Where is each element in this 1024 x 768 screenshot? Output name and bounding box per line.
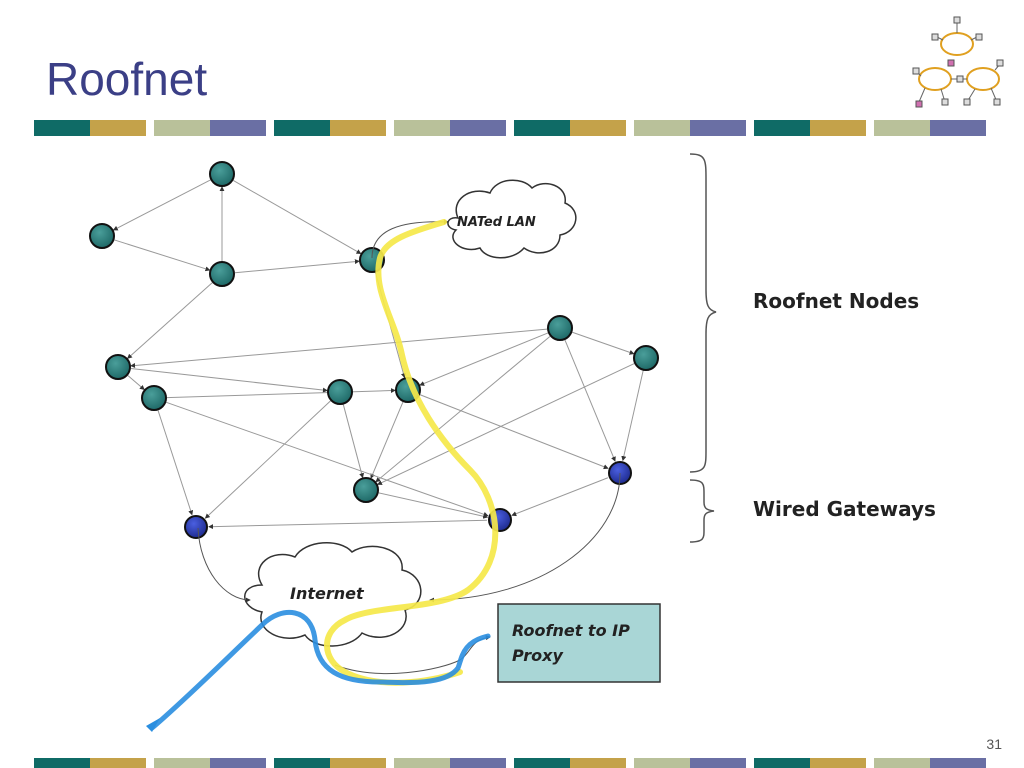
- node-link: [370, 401, 404, 479]
- label-roofnet-nodes: Roofnet Nodes: [753, 289, 919, 313]
- stripe-segment: [930, 758, 986, 768]
- label-wired-gateways: Wired Gateways: [753, 497, 936, 521]
- page-number: 31: [986, 736, 1002, 752]
- blue-route: [149, 609, 491, 731]
- stripe-segment: [34, 120, 90, 136]
- node-link: [112, 179, 211, 231]
- node-links: [112, 179, 644, 530]
- stripe-segment: [690, 120, 746, 136]
- node-link: [621, 370, 644, 462]
- internet-cloud: Internet: [244, 541, 422, 647]
- wired-gateway-node: [184, 515, 208, 539]
- node-link: [234, 259, 360, 274]
- stripe-segment: [754, 758, 810, 768]
- stripe-segment: [154, 120, 210, 136]
- stripe-segment: [330, 758, 386, 768]
- node-link: [166, 401, 489, 517]
- stripe-segment: [394, 120, 450, 136]
- node-link: [166, 388, 396, 399]
- stripe-segment: [274, 120, 330, 136]
- node-link: [572, 331, 635, 355]
- brace-roofnet-nodes: [689, 153, 717, 473]
- roofnet-node: [141, 385, 167, 411]
- stripe-segment: [394, 758, 450, 768]
- roofnet-node: [353, 477, 379, 503]
- stripe-segment: [690, 758, 746, 768]
- stripe-segment: [154, 758, 210, 768]
- node-link: [127, 282, 213, 359]
- decorative-stripe-bottom: [34, 758, 994, 768]
- roofnet-node: [209, 261, 235, 287]
- nated-lan-cloud: NATed LAN: [447, 179, 577, 259]
- node-link: [375, 335, 551, 483]
- gateway-internet-link-right: [429, 472, 621, 603]
- stripe-segment: [810, 758, 866, 768]
- stripe-segment: [634, 758, 690, 768]
- node-link: [511, 477, 609, 517]
- node-nated-link: [371, 219, 449, 259]
- roofnet-node: [633, 345, 659, 371]
- brace-wired-gateways: [689, 479, 715, 543]
- blue-route-arrow-icon: [146, 718, 160, 732]
- stripe-segment: [930, 120, 986, 136]
- stripe-segment: [450, 758, 506, 768]
- stripe-segment: [810, 120, 866, 136]
- stripe-segment: [570, 758, 626, 768]
- nated-lan-label: NATed LAN: [457, 215, 536, 230]
- stripe-segment: [450, 120, 506, 136]
- internet-proxy-link: [334, 635, 491, 674]
- node-link: [564, 339, 616, 462]
- node-link: [419, 394, 609, 470]
- stripe-segment: [90, 758, 146, 768]
- node-link: [157, 410, 194, 516]
- roofnet-node: [89, 223, 115, 249]
- stripe-segment: [330, 120, 386, 136]
- node-link: [204, 400, 331, 519]
- node-link: [208, 519, 488, 530]
- node-link: [377, 363, 635, 485]
- stripe-segment: [34, 758, 90, 768]
- node-group: [89, 161, 659, 539]
- stripe-segment: [274, 758, 330, 768]
- stripe-segment: [634, 120, 690, 136]
- node-link: [130, 328, 548, 368]
- node-link: [127, 375, 145, 391]
- decorative-stripe-top: [34, 120, 994, 136]
- stripe-segment: [210, 120, 266, 136]
- stripe-segment: [874, 120, 930, 136]
- stripe-segment: [514, 120, 570, 136]
- roofnet-diagram: NATed LAN Internet Roofnet to IP Proxy R…: [89, 153, 936, 732]
- slide-title: Roofnet: [46, 53, 208, 105]
- proxy-label-line2: Proxy: [512, 646, 563, 665]
- stripe-segment: [514, 758, 570, 768]
- node-link: [114, 239, 211, 272]
- gateway-internet-link-left: [197, 527, 251, 603]
- node-link: [130, 367, 328, 393]
- yellow-route: [324, 219, 499, 686]
- node-link: [378, 492, 489, 519]
- node-link: [233, 180, 362, 254]
- proxy-label-line1: Roofnet to IP: [512, 621, 630, 640]
- stripe-segment: [754, 120, 810, 136]
- roofnet-node: [209, 161, 235, 187]
- network-logo-icon: [912, 16, 1004, 108]
- roofnet-node: [105, 354, 131, 380]
- stripe-segment: [90, 120, 146, 136]
- internet-label: Internet: [290, 584, 365, 603]
- stripe-segment: [874, 758, 930, 768]
- proxy-box: Roofnet to IP Proxy: [497, 603, 661, 683]
- roofnet-node: [547, 315, 573, 341]
- stripe-segment: [210, 758, 266, 768]
- roofnet-node: [327, 379, 353, 405]
- stripe-segment: [570, 120, 626, 136]
- node-link: [419, 332, 549, 386]
- node-link: [342, 404, 365, 479]
